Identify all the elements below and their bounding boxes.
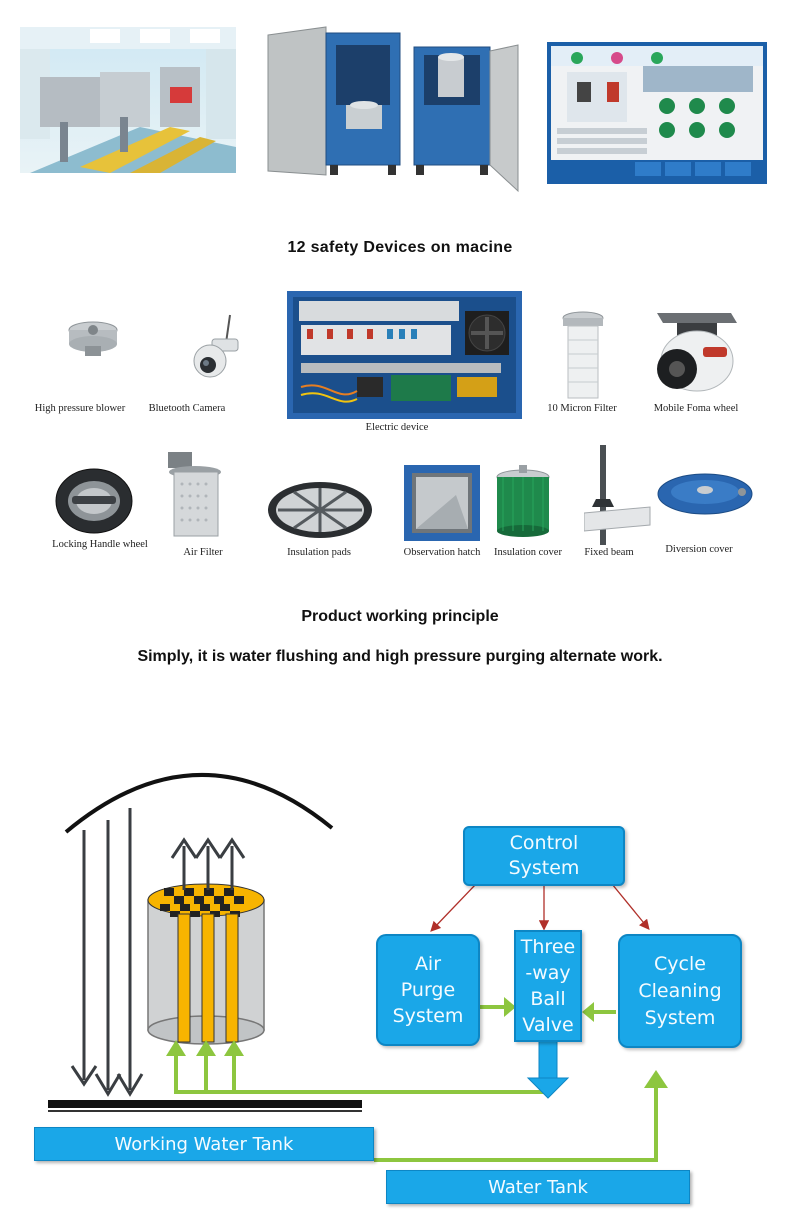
control-arrows <box>430 883 650 932</box>
downflow-arrows <box>70 808 144 1097</box>
device-label-insulation-cover: Insulation cover <box>494 547 562 558</box>
device-label-insulation-pads: Insulation pads <box>287 547 351 558</box>
hatch-icon <box>404 465 480 541</box>
upflow-arrows <box>170 837 246 890</box>
water-tank-bar: Water Tank <box>386 1170 690 1204</box>
control-touchscreen-photo <box>547 42 767 184</box>
cover-icon <box>493 463 553 537</box>
working-principle-heading: Product working principle <box>301 608 499 625</box>
filter-icon <box>560 310 606 402</box>
device-label-electric: Electric device <box>365 422 429 433</box>
device-label-micron-filter: 10 Micron Filter <box>547 403 617 414</box>
handle-wheel-icon <box>52 466 136 536</box>
device-label-fixed-beam: Fixed beam <box>584 547 634 558</box>
insulation-pad-icon <box>266 480 374 540</box>
principle-summary-text: Simply, it is water flushing and high pr… <box>137 648 663 665</box>
working-water-tank-bar: Working Water Tank <box>34 1127 374 1161</box>
filter-cylinder <box>147 883 265 1045</box>
device-label-air-filter: Air Filter <box>183 547 223 558</box>
factory-line-photo <box>20 27 236 173</box>
device-label-handle-wheel: Locking Handle wheel <box>52 539 148 550</box>
device-label-observation-hatch: Observation hatch <box>403 547 481 558</box>
device-label-foma-wheel: Mobile Foma wheel <box>653 403 739 414</box>
blower-icon <box>63 318 123 360</box>
device-label-diversion-cover: Diversion cover <box>665 544 733 555</box>
device-label-camera: Bluetooth Camera <box>148 403 226 414</box>
camera-icon <box>186 313 244 385</box>
valve-output-arrow <box>526 1039 570 1099</box>
device-label-blower: High pressure blower <box>34 403 126 414</box>
diversion-icon <box>656 470 754 518</box>
beam-icon <box>583 445 652 545</box>
spray-arc <box>64 773 334 834</box>
wheel-icon <box>647 307 741 395</box>
safety-devices-heading: 12 safety Devices on macine <box>287 239 513 256</box>
air-filter-icon <box>164 450 226 540</box>
machine-cabinet-photo <box>266 25 520 193</box>
electric-panel-icon <box>287 291 522 419</box>
